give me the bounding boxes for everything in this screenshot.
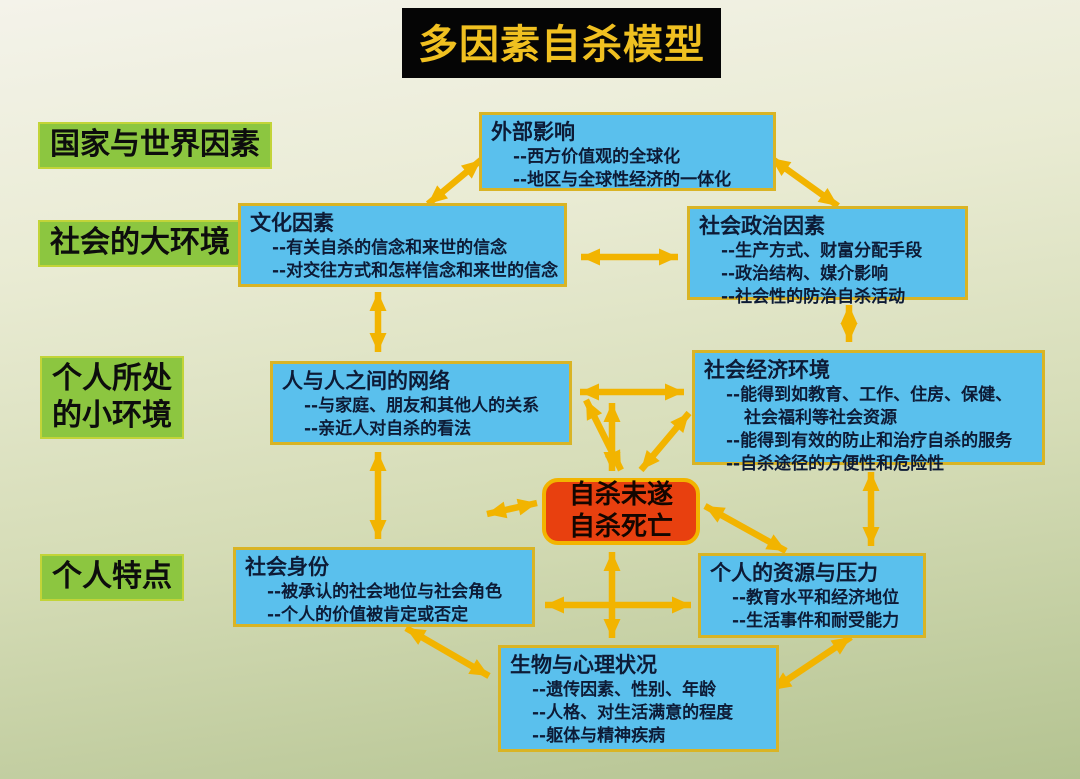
node-item: --人格、对生活满意的程度 bbox=[532, 703, 734, 724]
node-title: 外部影响 bbox=[491, 120, 575, 144]
node-item: --能得到如教育、工作、住房、保健、 bbox=[726, 385, 1013, 406]
node-item: --政治结构、媒介影响 bbox=[721, 264, 889, 285]
node-item: --生活事件和耐受能力 bbox=[732, 611, 900, 632]
node-external-influence: 外部影响 --西方价值观的全球化 --地区与全球性经济的一体化 bbox=[479, 112, 776, 191]
node-cultural-factors: 文化因素 --有关自杀的信念和来世的信念 --对交往方式和怎样信念和来世的信念 bbox=[238, 203, 567, 287]
node-suicide-outcome: 自杀未遂 自杀死亡 bbox=[542, 478, 700, 545]
row-label-macro-environment: 社会的大环境 bbox=[38, 220, 242, 267]
row-label-nation-world: 国家与世界因素 bbox=[38, 122, 272, 169]
node-personal-resources-pressure: 个人的资源与压力 --教育水平和经济地位 --生活事件和耐受能力 bbox=[698, 553, 926, 638]
row-label-text: 国家与世界因素 bbox=[50, 127, 260, 162]
node-item: --西方价值观的全球化 bbox=[513, 147, 681, 168]
node-item: --自杀途径的方便性和危险性 bbox=[726, 454, 945, 475]
node-item: --与家庭、朋友和其他人的关系 bbox=[304, 396, 540, 417]
node-item: --教育水平和经济地位 bbox=[732, 588, 900, 609]
node-interpersonal-network: 人与人之间的网络 --与家庭、朋友和其他人的关系 --亲近人对自杀的看法 bbox=[270, 361, 572, 445]
center-line: 自杀未遂 bbox=[568, 479, 673, 510]
node-title: 人与人之间的网络 bbox=[282, 369, 450, 393]
node-item: --地区与全球性经济的一体化 bbox=[513, 170, 732, 191]
node-social-identity: 社会身份 --被承认的社会地位与社会角色 --个人的价值被肯定或否定 bbox=[233, 547, 535, 627]
node-item: --社会性的防治自杀活动 bbox=[721, 287, 906, 308]
node-item: --遗传因素、性别、年龄 bbox=[532, 680, 717, 701]
row-label-text: 个人特点 bbox=[52, 559, 172, 594]
diagram-title: 多因素自杀模型 bbox=[402, 8, 721, 78]
node-item: --能得到有效的防止和治疗自杀的服务 bbox=[726, 431, 1013, 452]
node-biological-psychological-state: 生物与心理状况 --遗传因素、性别、年龄 --人格、对生活满意的程度 --躯体与… bbox=[498, 645, 779, 752]
node-item: --生产方式、财富分配手段 bbox=[721, 241, 923, 262]
node-item: --被承认的社会地位与社会角色 bbox=[267, 582, 503, 603]
node-item: --有关自杀的信念和来世的信念 bbox=[272, 238, 508, 259]
center-line: 自杀死亡 bbox=[568, 511, 673, 542]
node-item: --亲近人对自杀的看法 bbox=[304, 419, 472, 440]
row-label-micro-environment: 个人所处 的小环境 bbox=[40, 356, 184, 440]
row-label-text: 的小环境 bbox=[52, 397, 172, 433]
node-item: --躯体与精神疾病 bbox=[532, 726, 666, 747]
node-title: 社会身份 bbox=[245, 555, 329, 579]
node-title: 生物与心理状况 bbox=[510, 653, 657, 677]
node-sociopolitical-factors: 社会政治因素 --生产方式、财富分配手段 --政治结构、媒介影响 --社会性的防… bbox=[687, 206, 968, 307]
node-title: 个人的资源与压力 bbox=[710, 561, 878, 585]
node-item: --个人的价值被肯定或否定 bbox=[267, 605, 469, 626]
node-item: --对交往方式和怎样信念和来世的信念 bbox=[272, 261, 559, 282]
row-label-personal-traits: 个人特点 bbox=[40, 554, 184, 601]
node-socioeconomic-environment: 社会经济环境 --能得到如教育、工作、住房、保健、 社会福利等社会资源 --能得… bbox=[692, 350, 1045, 474]
node-item: 社会福利等社会资源 bbox=[744, 408, 897, 429]
row-label-text: 社会的大环境 bbox=[50, 225, 230, 260]
node-title: 文化因素 bbox=[250, 211, 334, 235]
node-title: 社会经济环境 bbox=[704, 358, 830, 382]
row-label-text: 个人所处 bbox=[52, 361, 172, 396]
node-title: 社会政治因素 bbox=[699, 214, 825, 238]
